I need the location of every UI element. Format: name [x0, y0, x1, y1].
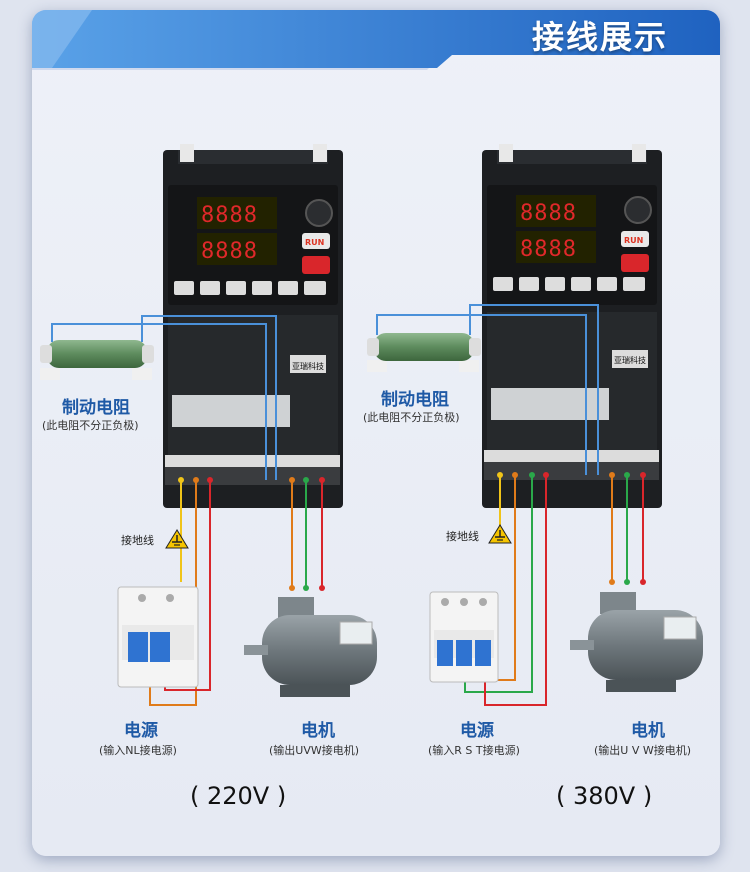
breaker-3pole — [429, 591, 499, 683]
resistor-label-right: 制动电阻 — [381, 390, 449, 410]
brand-tag-left: 亚瑞科技 — [292, 361, 324, 371]
svg-text:8888: 8888 — [520, 201, 577, 226]
resistor-note-left: (此电阻不分正负极) — [42, 419, 139, 432]
ground-label-right: 接地线 — [446, 530, 479, 543]
brand-tag-right: 亚瑞科技 — [614, 355, 646, 365]
motor-label-right: 电机 — [631, 721, 665, 741]
motor-note-right: (输出U V W接电机) — [594, 744, 692, 757]
inverter-left: 8888 8888 RUN — [163, 144, 343, 508]
breaker-2pole — [117, 586, 199, 688]
svg-text:RUN: RUN — [305, 238, 324, 247]
wire-ends-left — [178, 477, 325, 591]
power-note-left: (输入NL接电源) — [99, 744, 177, 757]
page-title: 接线展示 — [531, 18, 668, 56]
svg-text:RUN: RUN — [624, 236, 643, 245]
svg-text:8888: 8888 — [201, 239, 258, 264]
motor-label-left: 电机 — [301, 721, 335, 741]
motor-right — [570, 592, 703, 692]
ground-label-left: 接地线 — [121, 534, 154, 547]
resistor-note-right: (此电阻不分正负极) — [363, 411, 460, 424]
motor-note-left: (输出UVW接电机) — [269, 744, 360, 757]
svg-text:8888: 8888 — [520, 237, 577, 262]
ground-icon-right — [488, 524, 512, 544]
inverter-right: 8888 8888 RUN — [482, 144, 662, 508]
header-banner — [32, 10, 720, 70]
ground-icon-left — [165, 529, 189, 549]
voltage-right: ( 380V ) — [556, 782, 653, 810]
wire-ends-right — [497, 472, 646, 585]
power-label-right: 电源 — [460, 721, 494, 741]
svg-text:8888: 8888 — [201, 203, 258, 228]
brake-resistor-left — [40, 340, 154, 380]
voltage-left: ( 220V ) — [190, 782, 287, 810]
power-note-right: (输入R S T接电源) — [428, 744, 520, 757]
resistor-label-left: 制动电阻 — [62, 398, 130, 418]
brake-resistor-right — [367, 333, 481, 372]
motor-left — [244, 597, 377, 697]
power-label-left: 电源 — [124, 721, 158, 741]
